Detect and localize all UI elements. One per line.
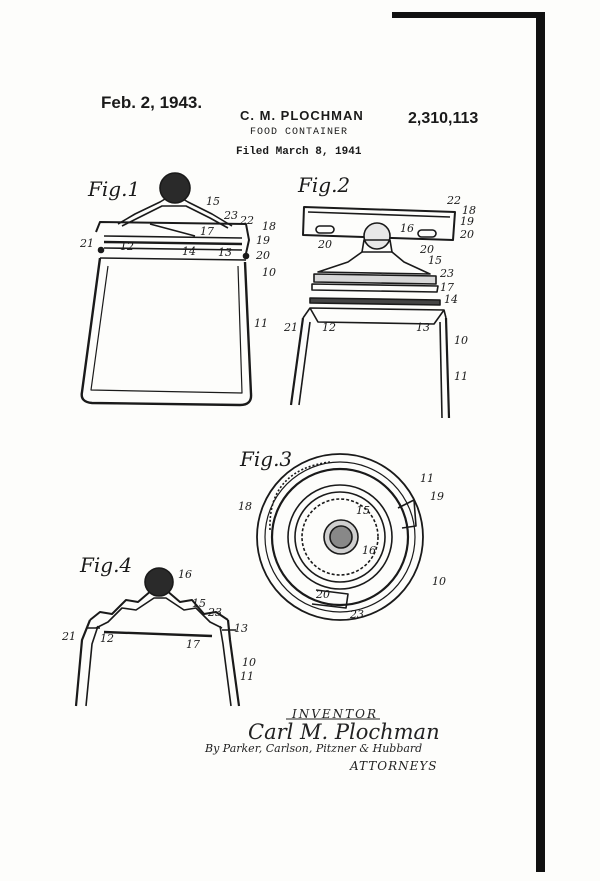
fig2-ref-12: 12	[322, 321, 336, 334]
fig1-ref-20: 20	[255, 249, 270, 262]
fig4-ref-15: 15	[192, 597, 206, 610]
fig-4-label: Fig.4	[79, 553, 132, 577]
fig4-ref-12: 12	[100, 632, 114, 645]
figure-4-drawing	[74, 567, 241, 707]
fig1-ref-15: 15	[206, 195, 220, 208]
fig2-ref-11: 11	[454, 370, 468, 383]
fig2-ref-22: 22	[446, 194, 461, 207]
fig1-ref-12: 12	[120, 240, 134, 253]
fig-2-label: Fig.2	[297, 173, 350, 197]
fig2-ref-23: 23	[439, 267, 454, 280]
figure-3-drawing	[256, 453, 424, 621]
patent-number: 2,310,113	[408, 110, 479, 127]
fig1-ref-11: 11	[254, 317, 268, 330]
patent-title: FOOD CONTAINER	[250, 127, 349, 138]
fig4-ref-17: 17	[186, 638, 200, 651]
patent-date: Feb. 2, 1943.	[101, 93, 203, 112]
scan-top-shadow	[392, 12, 545, 18]
fig2-ref-15: 15	[428, 254, 442, 267]
fig1-ref-13: 13	[218, 246, 232, 259]
fig2-ref-20-left: 20	[317, 238, 332, 251]
fig4-ref-11: 11	[240, 670, 254, 683]
fig4-ref-13: 13	[234, 622, 248, 635]
fig3-ref-16: 16	[362, 544, 376, 557]
fig3-ref-11: 11	[420, 472, 434, 485]
fig4-ref-21: 21	[61, 630, 76, 643]
fig2-ref-10: 10	[454, 334, 468, 347]
fig-1-label: Fig.1	[87, 177, 140, 201]
fig1-ref-22: 22	[239, 214, 254, 227]
scan-edge-shadow	[536, 12, 545, 872]
fig1-ref-17: 17	[200, 225, 214, 238]
inventor-signature: Carl M. Plochman	[248, 720, 440, 744]
attorneys-label: ATTORNEYS	[350, 759, 438, 773]
fig2-ref-19: 19	[460, 215, 474, 228]
fig2-ref-13: 13	[416, 321, 430, 334]
fig3-ref-23: 23	[349, 608, 364, 621]
fig3-ref-15: 15	[356, 504, 370, 517]
fig1-ref-10: 10	[262, 266, 276, 279]
fig4-ref-10: 10	[242, 656, 256, 669]
fig1-ref-14: 14	[182, 245, 196, 258]
fig2-ref-20-right: 20	[459, 228, 474, 241]
attorney-signature: By Parker, Carlson, Pitzner & Hubbard	[205, 742, 423, 755]
fig3-ref-20: 20	[315, 588, 330, 601]
fig3-ref-18: 18	[238, 500, 252, 513]
fig3-ref-10: 10	[432, 575, 446, 588]
fig2-ref-14: 14	[444, 293, 458, 306]
fig2-ref-16: 16	[400, 222, 414, 235]
inventor-label: INVENTOR	[292, 707, 379, 721]
fig4-ref-23: 23	[207, 606, 222, 619]
fig1-ref-23: 23	[223, 209, 238, 222]
fig2-ref-18: 18	[462, 204, 476, 217]
fig3-ref-19: 19	[430, 490, 444, 503]
inventor-name: C. M. PLOCHMAN	[240, 108, 364, 123]
fig1-ref-18: 18	[262, 220, 276, 233]
figure-2-drawing	[289, 206, 456, 419]
fig2-ref-17: 17	[440, 281, 454, 294]
filed-date: Filed March 8, 1941	[236, 146, 362, 158]
fig-3-label: Fig.3	[239, 447, 292, 471]
fig2-ref-20-under: 20	[419, 243, 434, 256]
figure-1-drawing	[80, 172, 253, 407]
fig2-ref-21: 21	[283, 321, 298, 334]
fig4-ref-16: 16	[178, 568, 192, 581]
fig1-ref-19: 19	[256, 234, 270, 247]
fig1-ref-21: 21	[79, 237, 94, 250]
